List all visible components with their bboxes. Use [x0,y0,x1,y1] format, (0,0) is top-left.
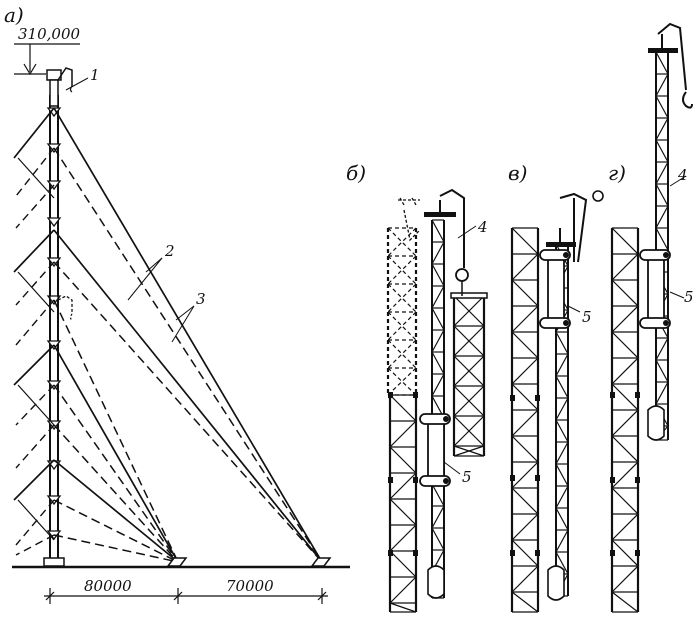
joint [535,395,540,401]
guy-line-left [13,229,55,273]
dimension-80000: 80000 [84,577,132,595]
joint [510,395,515,401]
panel-g: г) 4 5 [608,22,694,613]
crane-unit-mid-dashed [49,295,73,330]
guy-line-left [17,271,55,313]
guy-line-left-dashed [15,534,55,556]
panel-a-label: а) [4,3,24,27]
guy-line-right-dashed [53,299,179,563]
bottom-clamp-v [547,565,565,601]
bottom-clamp-b [427,565,445,599]
joint [610,392,615,398]
guy-line-right-dashed [53,424,179,563]
guy-line-right [53,229,323,563]
callout-5-g: 5 [684,288,694,306]
crane-head-g [648,22,693,109]
joint [610,550,615,556]
joint [635,550,640,556]
climbing-clamp [419,413,451,487]
callout-2: 2 [164,242,175,260]
guy-line-right-dashed [53,499,179,563]
joint [388,477,393,483]
callout-1: 1 [90,66,100,84]
guy-line-left [13,107,55,159]
guy-line-right [53,459,179,563]
joint [388,550,393,556]
guy-line-left [17,499,55,541]
panel-v: в) 5 [508,161,604,613]
guy-line-left [17,157,55,199]
climbing-mast-b [431,219,445,599]
tower-b [388,394,418,613]
joint [413,477,418,483]
callout-5-v: 5 [582,308,592,326]
joint [413,550,418,556]
tower-g [610,227,640,613]
dimension-70000: 70000 [226,577,274,595]
joint [635,392,640,398]
joint [535,475,540,481]
crane-head-b [424,188,469,296]
panel-v-label: в) [508,161,527,185]
guy-line-left-dashed [15,384,55,426]
guy-line-left [13,344,55,386]
guy-line-left-dashed [15,499,55,546]
guy-line-left-dashed [15,424,55,469]
callout-3: 3 [196,290,206,308]
guy-line-left-dashed [15,184,55,229]
mast-a [43,95,65,567]
panel-b-label: б) [346,161,366,185]
ghost-section-b [386,227,418,396]
guy-line-left [13,459,55,501]
joint [510,550,515,556]
anchor-2 [310,557,332,567]
panel-a: 310,000 80000 70000 1 2 3 а) [4,3,350,604]
hanging-section-b [452,295,486,457]
joint [510,475,515,481]
crane-head-v [546,190,604,263]
climbing-clamp [639,249,671,329]
callout-4-b: 4 [477,218,488,236]
guy-line-right-dashed [53,534,179,563]
joint [535,550,540,556]
guy-line-right [53,107,323,563]
guy-line-left-dashed [15,147,55,197]
callout-5-b: 5 [462,468,472,486]
guy-lines [13,107,323,563]
guy-line-left [17,384,55,426]
guy-line-right [53,344,179,563]
guy-line-right-dashed [53,261,323,563]
panel-b: б) 4 5 [346,161,488,613]
joint [635,477,640,483]
joint [610,477,615,483]
crane-unit-top [46,67,73,107]
dimension-lines: 80000 70000 [44,577,328,604]
guy-line-right-dashed [53,384,179,563]
guy-line-left-dashed [15,299,55,346]
ghost-crane-b [398,197,421,242]
guy-line-right-dashed [53,147,323,563]
climbing-clamp [539,249,571,329]
anchor-1 [166,557,188,567]
elevation-label: 310,000 [18,25,80,43]
elevation-mark: 310,000 [14,25,80,76]
mast-node [46,217,62,228]
tower-v [510,227,540,613]
climbing-mast-g [655,51,669,441]
guy-line-left-dashed [15,261,55,306]
callout-4-g: 4 [677,166,688,184]
panel-g-label: г) [608,161,626,185]
bottom-clamp-g [647,405,665,441]
